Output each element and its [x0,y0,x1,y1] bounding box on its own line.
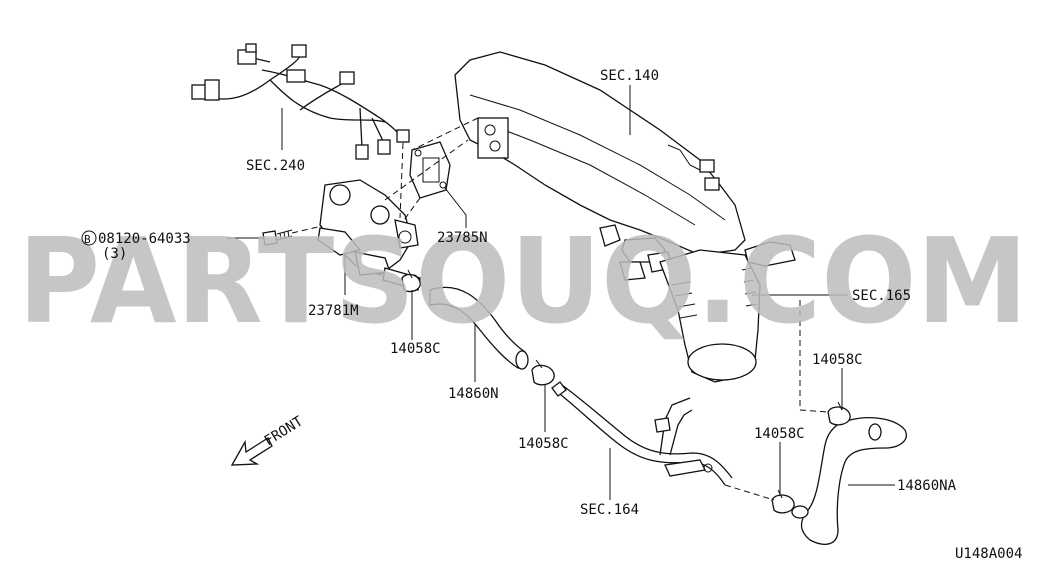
hose-clamp-right-upper [827,401,851,426]
leader-23785n [444,187,467,228]
label-14058c-a: 14058C [390,341,441,357]
hose-clamp-right-lower [771,489,795,514]
wiring-harness [191,43,410,160]
label-sec140: SEC.140 [600,68,659,84]
watermark: PARTSOUQ.COM [18,212,1028,350]
label-sec240: SEC.240 [246,158,305,174]
hose-14860na [791,417,907,545]
label-14860na: 14860NA [897,478,957,494]
dash-valve-manifold [384,139,469,201]
bolt [262,229,293,246]
label-14058c-d: 14058C [754,426,805,442]
label-14058c-c: 14058C [812,352,863,368]
label-sec165: SEC.165 [852,288,911,304]
dash-duct-clamp [799,300,829,413]
dash-bolt-valve [291,225,323,234]
front-arrow [230,437,273,466]
label-bolt-circle: B [84,233,91,246]
dash-manifold-gasket [411,117,479,151]
dash-gasket-valve [403,197,421,221]
label-bolt-part: 08120-64033 [98,231,191,247]
hose-clamp-upper [401,269,421,293]
label-bolt-qty: (3) [102,246,127,262]
label-14058c-b: 14058C [518,436,569,452]
dash-tube-clamp [724,484,775,501]
label-diagram-id: U148A004 [955,546,1022,562]
label-front: FRONT [262,413,307,449]
bolt-circle-symbol [81,230,97,246]
label-14860n: 14860N [448,386,499,402]
iacv-23781m [317,179,419,276]
water-tube [551,381,733,486]
air-duct [659,241,796,383]
hose-clamp-middle [531,359,555,386]
label-23781m: 23781M [308,303,359,319]
gasket-23785n [409,141,451,199]
dash-harness-valve [399,142,404,219]
label-23785n: 23785N [437,230,488,246]
label-sec164: SEC.164 [580,502,639,518]
